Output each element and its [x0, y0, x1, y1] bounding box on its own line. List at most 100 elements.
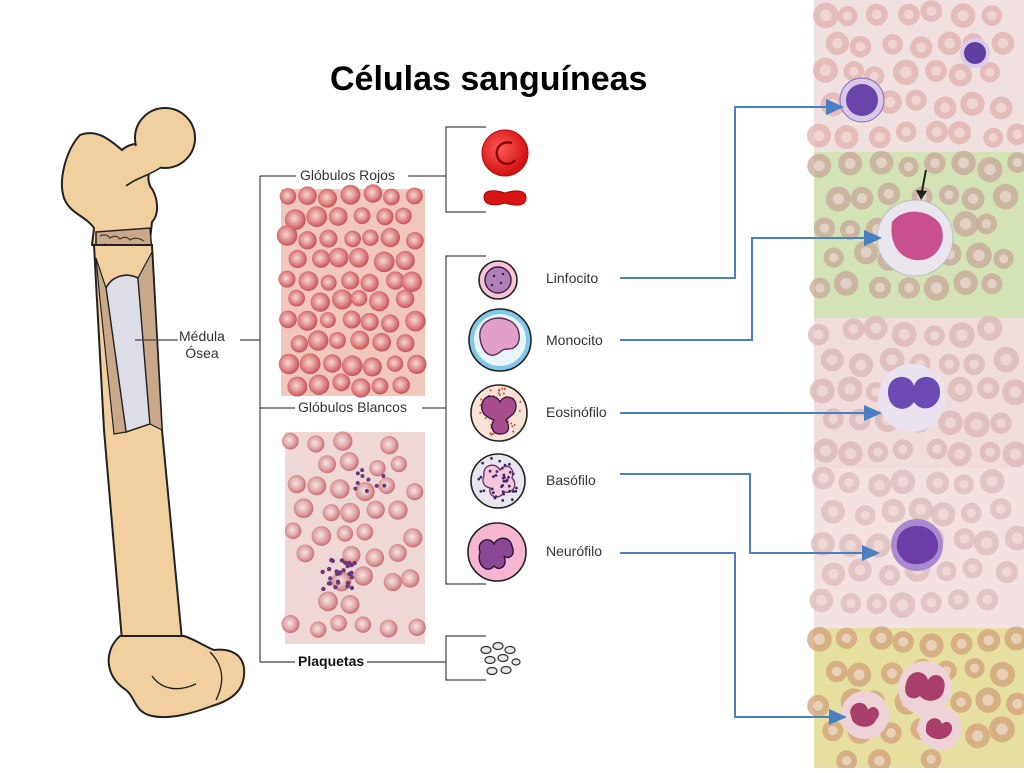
- rbc-texture: [844, 477, 854, 488]
- rbc-texture: [319, 311, 336, 328]
- rbc-texture: [855, 414, 865, 425]
- rbc-texture: [383, 188, 400, 206]
- rbc-texture: [966, 98, 978, 110]
- granule: [501, 499, 505, 502]
- rbc-texture: [362, 357, 382, 377]
- rbc-texture: [904, 162, 914, 172]
- rbc-texture: [959, 218, 972, 230]
- rbc-texture: [348, 247, 369, 268]
- rbc-texture: [369, 459, 386, 477]
- rbc-texture: [954, 448, 966, 460]
- rbc-texture: [819, 223, 830, 233]
- granule: [519, 400, 522, 403]
- rbc-texture: [957, 10, 969, 22]
- platelet-dot: [328, 576, 333, 581]
- rbc-texture: [403, 528, 423, 548]
- granule: [494, 495, 498, 499]
- rbc-texture: [815, 283, 825, 293]
- granule: [510, 498, 514, 501]
- rbc-texture: [322, 504, 340, 522]
- platelet-dot: [333, 584, 338, 590]
- rbc-texture: [971, 730, 984, 742]
- rbc-texture: [854, 564, 866, 576]
- rbc-texture: [278, 353, 300, 375]
- platelet-dot: [343, 560, 348, 565]
- rbc-texture: [831, 666, 842, 677]
- rbc-texture: [967, 193, 979, 205]
- red-blood-cell-icon: [481, 129, 529, 206]
- white-cell-type-label: Eosinófilo: [543, 404, 610, 420]
- rbc-texture: [400, 569, 420, 588]
- rbc-texture: [815, 595, 827, 606]
- rbc-texture: [379, 619, 398, 638]
- platelet-dot: [326, 581, 332, 586]
- platelet-dot: [349, 570, 354, 576]
- monocyte-icon: [468, 308, 532, 372]
- rbc-texture: [849, 66, 859, 77]
- platelet-dot: [330, 558, 335, 564]
- page-title: Células sanguíneas: [330, 60, 648, 98]
- platelet-dot: [349, 562, 354, 568]
- rbc-texture: [279, 310, 297, 329]
- rbc-texture: [828, 568, 839, 580]
- platelet-dot: [349, 585, 355, 591]
- granule: [489, 432, 492, 435]
- rbc-texture: [980, 537, 993, 549]
- rbc-texture: [818, 472, 829, 484]
- rbc-texture: [281, 432, 299, 450]
- rbc-texture: [405, 187, 423, 205]
- rbc-texture: [829, 253, 839, 263]
- rbc-texture: [827, 506, 839, 518]
- rbc-texture: [354, 616, 372, 633]
- rbc-texture: [931, 65, 941, 76]
- granule: [503, 476, 506, 479]
- rbc-texture: [350, 290, 368, 307]
- rbc-texture: [887, 668, 898, 679]
- rbc-texture: [276, 225, 298, 246]
- granule: [515, 486, 518, 490]
- rbc-texture: [297, 310, 318, 331]
- rbc-texture: [941, 566, 951, 576]
- rbc-texture: [380, 314, 400, 333]
- granule: [502, 392, 505, 395]
- rbc-texture: [318, 591, 338, 612]
- rbc-texture: [996, 723, 1008, 736]
- rbc-texture: [827, 98, 839, 110]
- granule: [501, 484, 504, 487]
- rbc-texture: [959, 533, 970, 544]
- rbc-texture: [330, 479, 350, 499]
- platelet-dot: [341, 568, 346, 573]
- rbc-texture: [969, 663, 980, 673]
- granule: [479, 489, 483, 493]
- rbc-texture: [986, 475, 998, 487]
- rbc-texture: [1001, 567, 1012, 578]
- rbc-texture: [916, 42, 927, 53]
- rbc-texture: [344, 230, 361, 248]
- rbc-texture: [932, 444, 942, 454]
- rbc-texture: [288, 289, 305, 307]
- rbc-texture: [299, 353, 321, 375]
- rbc-texture: [869, 71, 879, 81]
- granule: [484, 417, 487, 420]
- granule: [511, 425, 514, 428]
- granule: [512, 430, 515, 433]
- rbc-texture: [380, 227, 400, 248]
- rbc-texture: [953, 594, 964, 605]
- white-cell-type-label: Basófilo: [543, 472, 599, 488]
- granule: [491, 491, 495, 495]
- rbc-texture: [288, 249, 307, 269]
- rbc-texture: [328, 247, 349, 268]
- rbc-texture: [875, 282, 886, 293]
- rbc-texture: [997, 38, 1009, 49]
- rbc-texture: [317, 455, 337, 474]
- rbc-texture: [813, 130, 825, 142]
- rbc-texture: [937, 508, 949, 520]
- rbc-texture: [926, 597, 937, 608]
- rbc-texture: [1009, 386, 1021, 398]
- platelet-dot: [381, 474, 386, 479]
- rbc-texture: [340, 595, 360, 614]
- rbc-texture: [826, 354, 838, 366]
- platelet-dot: [337, 571, 343, 576]
- rbc-texture: [926, 640, 937, 651]
- rbc-texture: [966, 508, 976, 518]
